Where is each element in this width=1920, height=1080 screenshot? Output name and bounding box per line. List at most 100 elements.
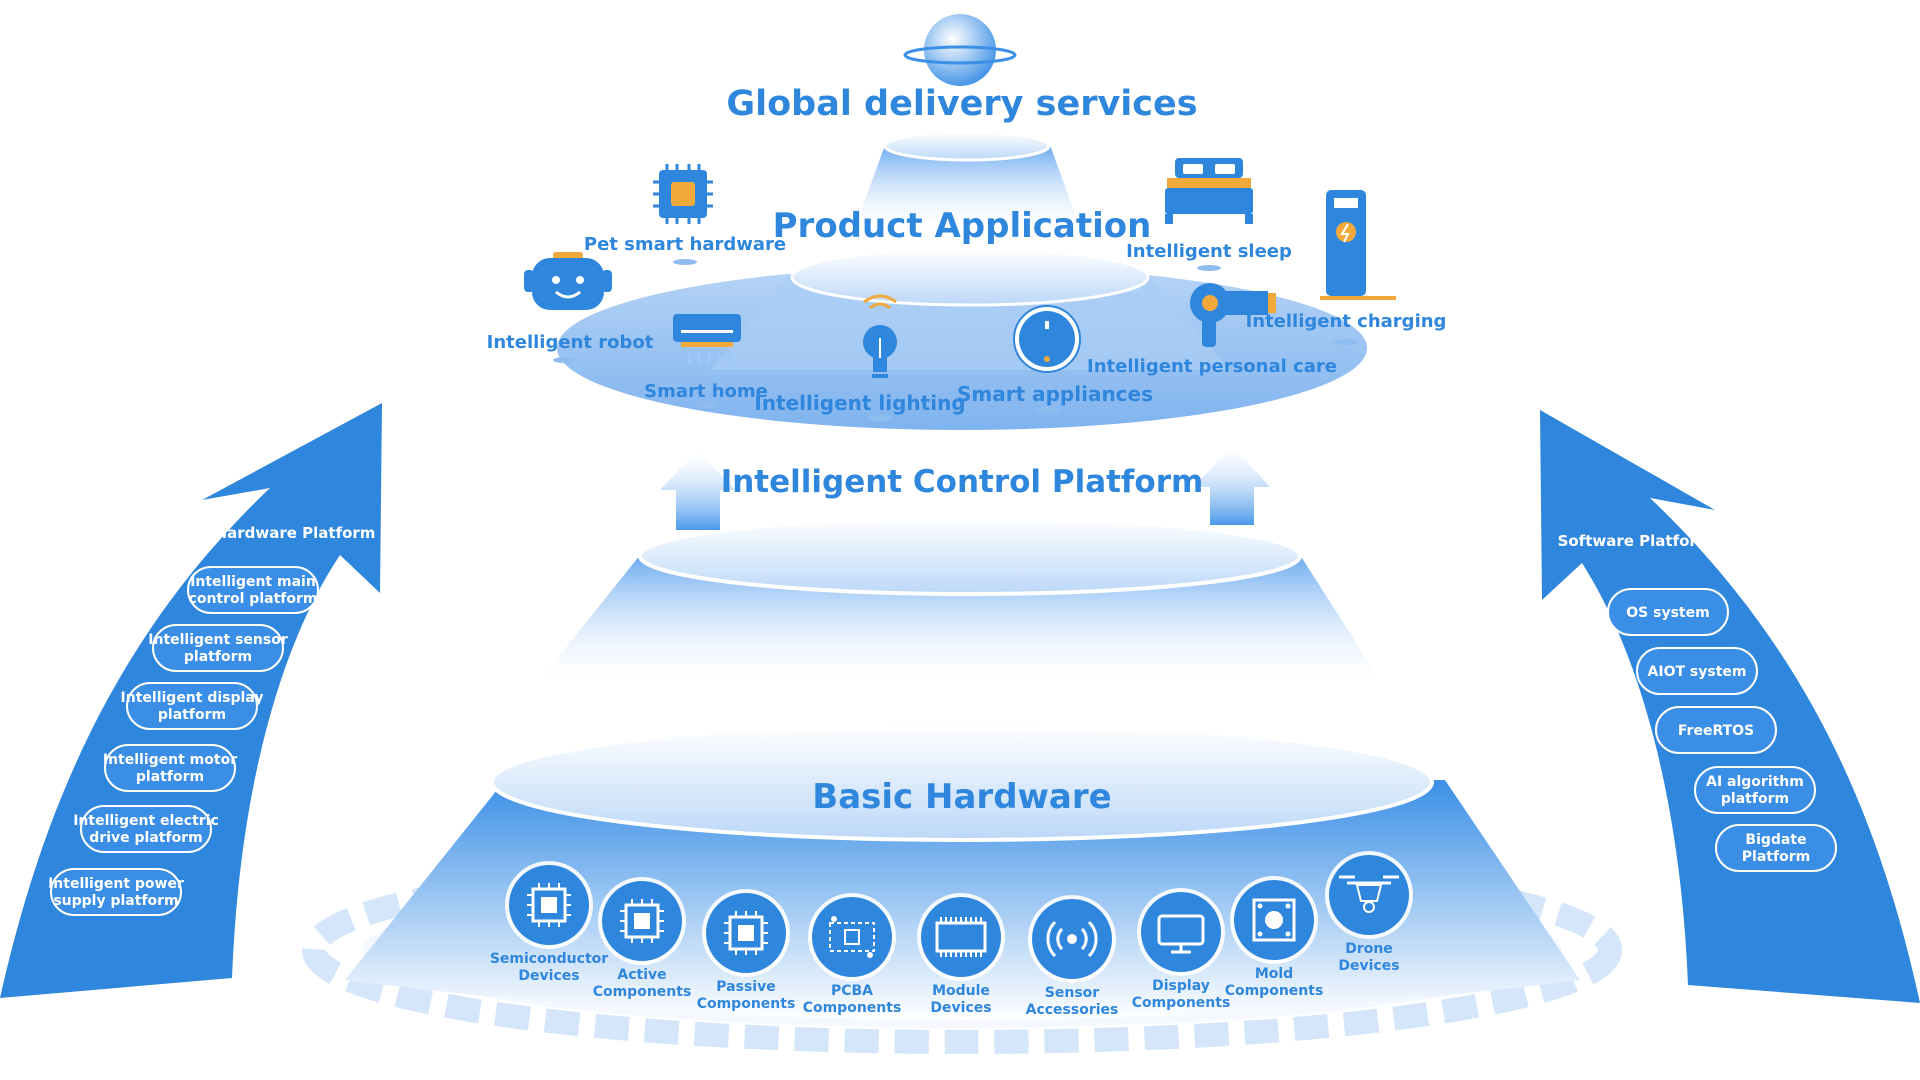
product-label-7: Intelligent sleep bbox=[1126, 241, 1292, 262]
hw-item-label: Intelligent main bbox=[190, 574, 316, 590]
robot-vacuum-icon bbox=[1013, 305, 1081, 373]
hw-item-label: control platform bbox=[189, 591, 318, 607]
drone-icon bbox=[1339, 875, 1399, 913]
title-global-delivery: Global delivery services bbox=[726, 84, 1197, 124]
global-pedestal-cone bbox=[855, 145, 1080, 228]
hardware-platform-title: Hardware Platform bbox=[215, 524, 376, 542]
product-label-4: Intelligent lighting bbox=[754, 391, 965, 415]
bed-icon bbox=[1165, 158, 1253, 224]
module-icon bbox=[935, 917, 987, 957]
hw-item-label: Intelligent power bbox=[48, 876, 184, 892]
software-platform-title: Software Platform bbox=[1558, 532, 1713, 550]
sw-item-1: OS system bbox=[1607, 588, 1729, 636]
component-label: Components bbox=[593, 984, 692, 1000]
component-label: Module bbox=[932, 983, 990, 999]
sw-item-label: AIOT system bbox=[1648, 664, 1747, 680]
hw-item-label: platform bbox=[158, 707, 226, 723]
planet-icon bbox=[903, 14, 1017, 86]
title-product-application: Product Application bbox=[773, 206, 1152, 246]
up-arrow-right bbox=[1194, 445, 1270, 525]
up-arrow-left bbox=[660, 450, 735, 530]
product-label-3: Smart home bbox=[644, 381, 768, 402]
sw-item-label: Platform bbox=[1742, 849, 1810, 865]
component-label: Accessories bbox=[1026, 1002, 1119, 1018]
component-label: Devices bbox=[518, 968, 579, 984]
component-label: Components bbox=[1132, 995, 1231, 1011]
sw-item-label: Bigdate bbox=[1745, 832, 1806, 848]
air-conditioner-icon bbox=[673, 314, 741, 364]
product-label-8: Intelligent charging bbox=[1246, 311, 1447, 332]
product-label-5: Smart appliances bbox=[957, 382, 1153, 406]
component-label: Devices bbox=[930, 1000, 991, 1016]
component-label: PCBA bbox=[831, 983, 873, 999]
base-dashed-ring bbox=[302, 846, 1622, 1054]
mold-icon bbox=[1252, 898, 1296, 942]
bulb-icon bbox=[863, 294, 897, 378]
pcba-icon bbox=[829, 916, 875, 958]
component-label: Semiconductor bbox=[490, 951, 608, 967]
component-label: Sensor bbox=[1045, 985, 1099, 1001]
hw-item-label: drive platform bbox=[89, 830, 202, 846]
sw-item-label: OS system bbox=[1626, 605, 1709, 621]
component-label: Display bbox=[1152, 978, 1210, 994]
robot-icon bbox=[524, 252, 612, 310]
control-platform-top bbox=[638, 516, 1302, 596]
hw-item-label: Intelligent electric bbox=[73, 813, 219, 829]
product-label-6: Intelligent personal care bbox=[1087, 356, 1337, 377]
hw-item-label: platform bbox=[136, 769, 204, 785]
hw-item-label: Intelligent sensor bbox=[148, 632, 288, 648]
component-label: Components bbox=[1225, 983, 1324, 999]
chip-icon bbox=[653, 164, 713, 224]
component-label: Components bbox=[697, 996, 796, 1012]
sw-item-label: FreeRTOS bbox=[1678, 723, 1754, 739]
basic-hardware-top bbox=[490, 722, 1434, 842]
component-label: Passive bbox=[716, 979, 775, 995]
title-control-platform: Intelligent Control Platform bbox=[721, 464, 1204, 500]
hw-item-label: platform bbox=[184, 649, 252, 665]
component-label: Active bbox=[617, 967, 666, 983]
sw-item-label: platform bbox=[1721, 791, 1789, 807]
passive-chip-icon bbox=[724, 911, 768, 955]
product-label-2: Intelligent robot bbox=[487, 332, 654, 353]
component-label: Devices bbox=[1338, 958, 1399, 974]
component-label: Mold bbox=[1255, 966, 1293, 982]
sw-item-3: FreeRTOS bbox=[1655, 706, 1777, 754]
component-label: Components bbox=[803, 1000, 902, 1016]
semiconductor-icon bbox=[527, 883, 571, 927]
charging-station-icon bbox=[1320, 190, 1396, 300]
sensor-icon bbox=[1046, 920, 1098, 958]
global-pedestal-top bbox=[883, 130, 1051, 162]
sw-item-label: AI algorithm bbox=[1706, 774, 1804, 790]
hw-item-label: Intelligent motor bbox=[103, 752, 237, 768]
active-chip-icon bbox=[620, 899, 664, 943]
product-disc-top bbox=[790, 247, 1150, 307]
hair-dryer-icon bbox=[1190, 283, 1276, 347]
title-basic-hardware: Basic Hardware bbox=[812, 777, 1111, 817]
product-disc-inner-cone bbox=[710, 275, 1230, 370]
sw-item-2: AIOT system bbox=[1636, 647, 1758, 695]
hw-item-label: Intelligent display bbox=[121, 690, 264, 706]
component-label: Drone bbox=[1345, 941, 1393, 957]
product-label-1: Pet smart hardware bbox=[584, 234, 786, 255]
hw-item-label: supply platform bbox=[53, 893, 178, 909]
